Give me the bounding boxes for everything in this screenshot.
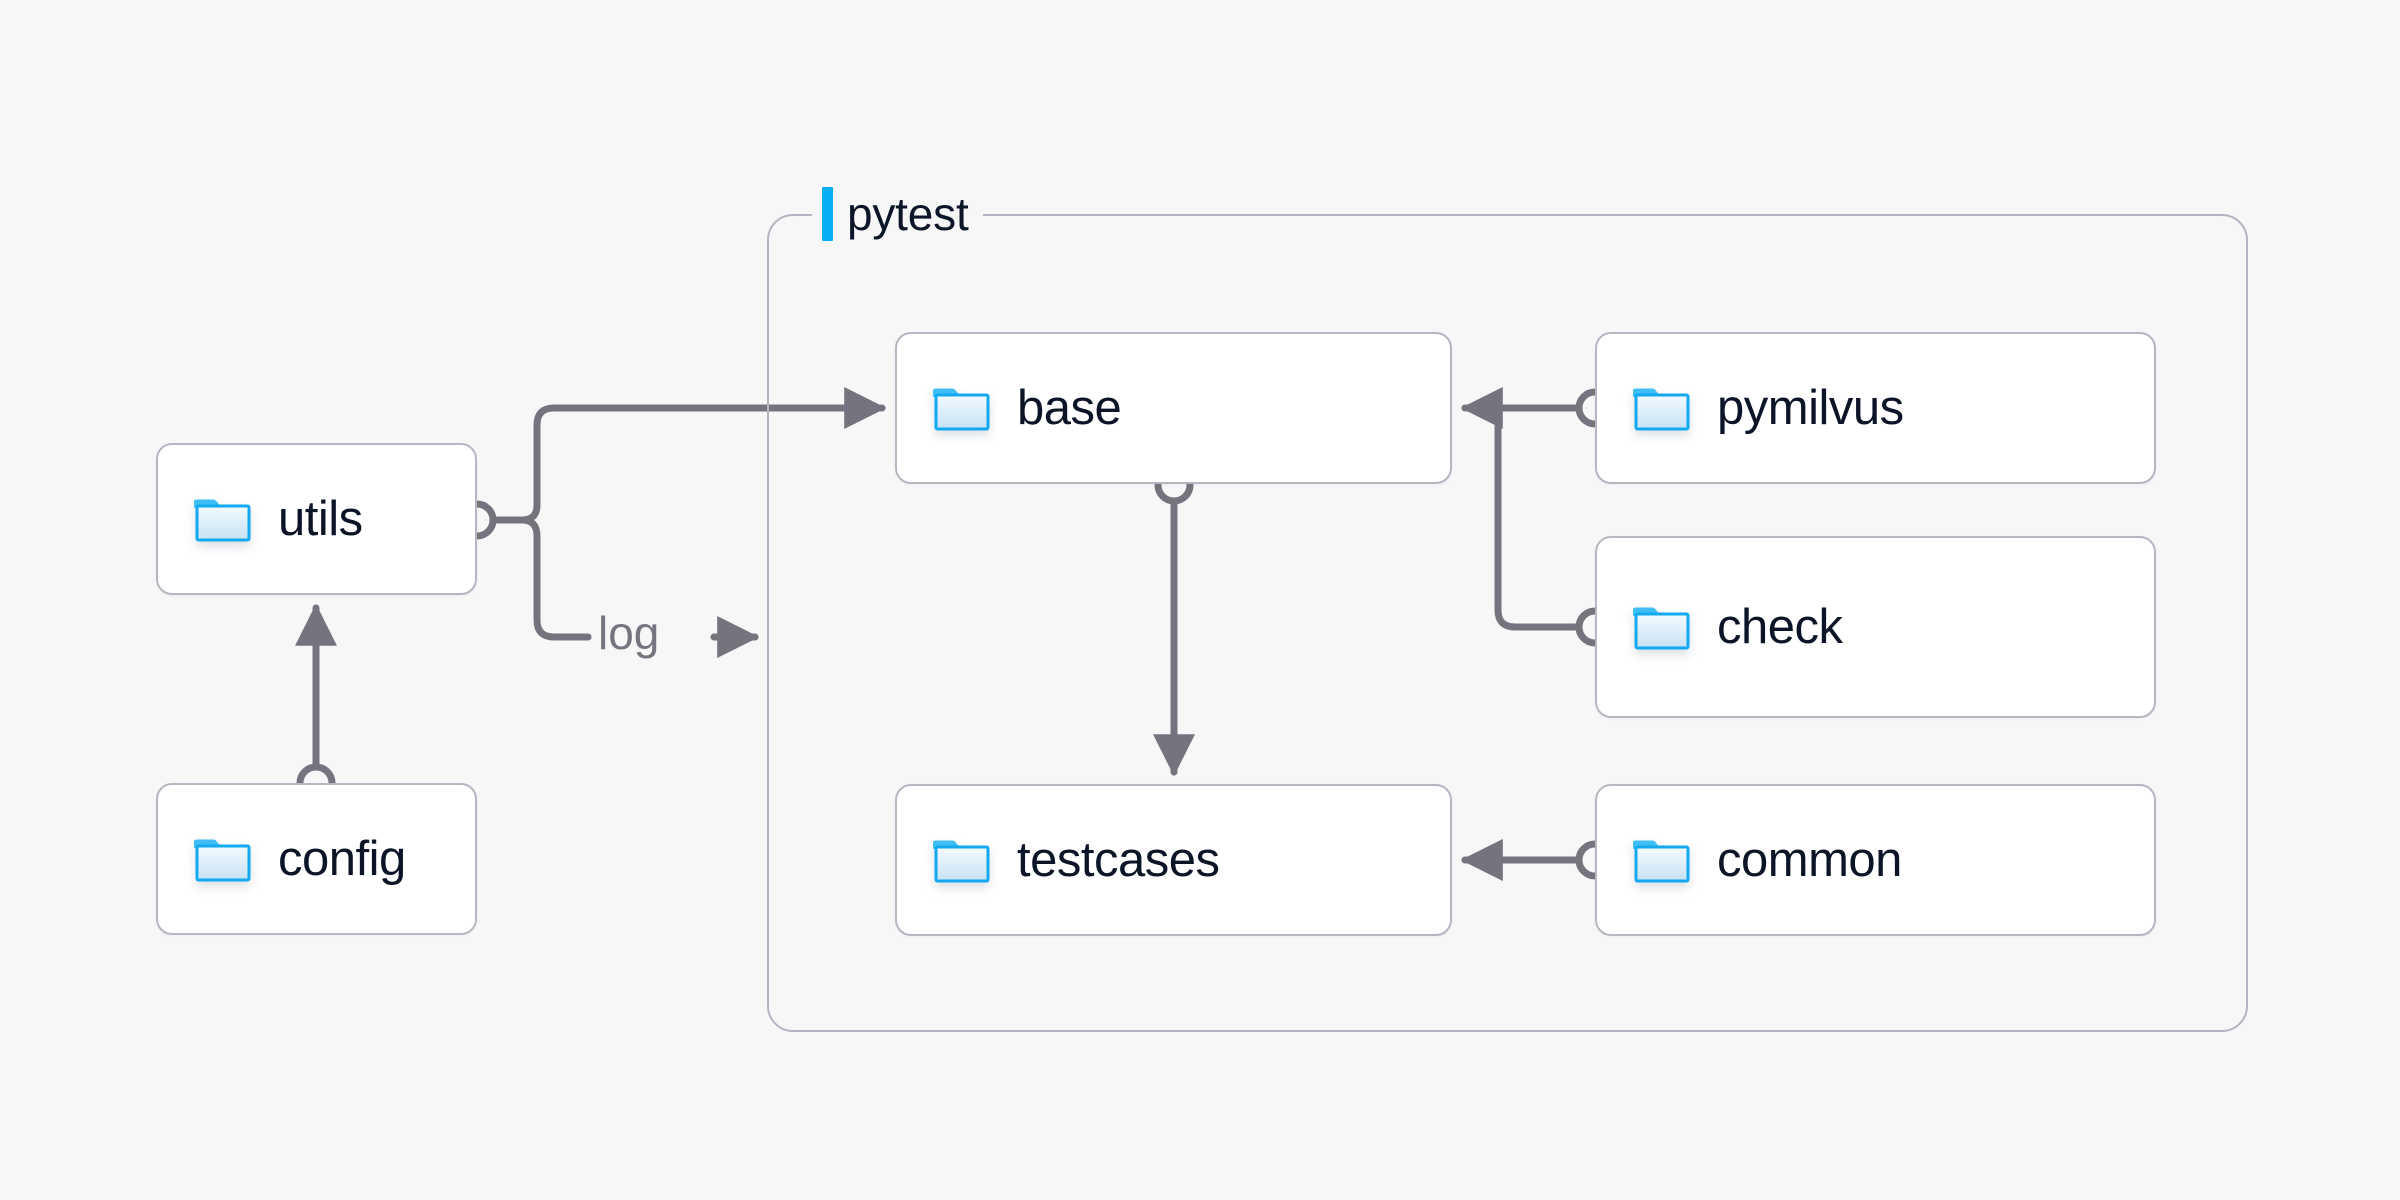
node-common-label: common (1717, 832, 1902, 887)
folder-icon (933, 840, 990, 883)
node-utils[interactable]: utils (156, 443, 477, 595)
folder-icon (194, 839, 251, 882)
edge-utils-to-log (518, 516, 592, 641)
group-pytest-label-text: pytest (847, 188, 969, 240)
folder-icon (1633, 840, 1690, 883)
edge-label-log: log (598, 607, 660, 659)
node-check[interactable]: check (1595, 536, 2156, 718)
node-config[interactable]: config (156, 783, 477, 935)
folder-icon (1633, 388, 1690, 431)
group-pytest-label: pytest (812, 186, 983, 242)
node-base[interactable]: base (895, 332, 1452, 484)
node-config-label: config (278, 831, 406, 886)
node-pymilvus[interactable]: pymilvus (1595, 332, 2156, 484)
folder-icon (933, 388, 990, 431)
node-utils-label: utils (278, 491, 363, 546)
node-common[interactable]: common (1595, 784, 2156, 936)
folder-icon (194, 499, 251, 542)
node-pymilvus-label: pymilvus (1717, 380, 1904, 435)
accent-bar-icon (822, 187, 833, 241)
node-base-label: base (1017, 380, 1122, 435)
node-testcases-label: testcases (1017, 832, 1220, 887)
group-pytest[interactable] (767, 214, 2248, 1032)
node-testcases[interactable]: testcases (895, 784, 1452, 936)
folder-icon (1633, 607, 1690, 650)
node-check-label: check (1717, 599, 1843, 654)
